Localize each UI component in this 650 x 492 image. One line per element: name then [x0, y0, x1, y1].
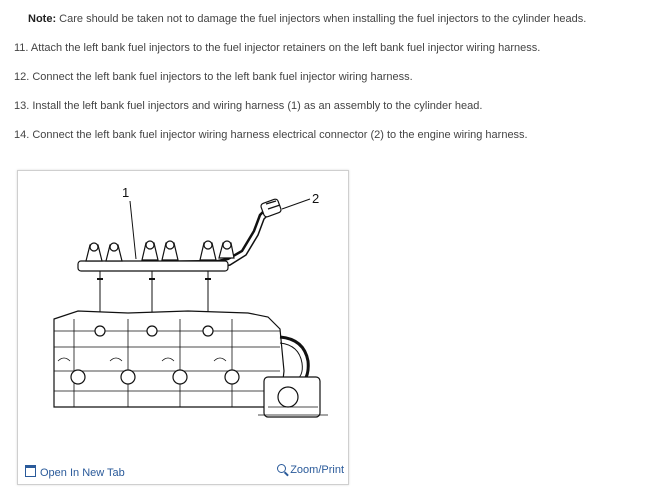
step-text: Connect the left bank fuel injectors to …: [29, 71, 413, 83]
note-paragraph: Note: Care should be taken not to damage…: [28, 12, 586, 26]
engine-illustration: [53, 198, 328, 418]
step-text: Attach the left bank fuel injectors to t…: [28, 42, 541, 54]
note-text: Care should be taken not to damage the f…: [56, 13, 587, 25]
magnifier-icon: [277, 464, 287, 473]
figure-footer: Open In New Tab Zoom/Print: [18, 462, 348, 484]
figure-container: 1 2 Open In New Tab Zoom/Print: [17, 170, 349, 485]
step-text: Connect the left bank fuel injector wiri…: [29, 129, 528, 141]
step-text: Install the left bank fuel injectors and…: [29, 100, 483, 112]
callout-2: 2: [312, 191, 320, 206]
new-tab-icon: [25, 465, 36, 477]
step-12: 12. Connect the left bank fuel injectors…: [14, 70, 413, 84]
step-number: 11.: [14, 42, 29, 54]
cylinder-head: [53, 310, 285, 408]
step-11: 11. Attach the left bank fuel injectors …: [14, 41, 540, 55]
step-number: 13.: [14, 100, 30, 112]
step-14: 14. Connect the left bank fuel injector …: [14, 128, 528, 142]
open-in-new-tab-link[interactable]: Open In New Tab: [25, 465, 125, 479]
step-number: 14.: [14, 129, 30, 141]
zoom-print-link[interactable]: Zoom/Print: [277, 464, 344, 476]
zoom-print-label: Zoom/Print: [290, 464, 344, 476]
open-in-new-tab-label: Open In New Tab: [40, 467, 125, 479]
injector-group: [85, 240, 235, 262]
callout-1: 1: [122, 185, 130, 200]
step-number: 12.: [14, 71, 30, 83]
note-label: Note:: [28, 13, 57, 25]
step-13: 13. Install the left bank fuel injectors…: [14, 99, 482, 113]
